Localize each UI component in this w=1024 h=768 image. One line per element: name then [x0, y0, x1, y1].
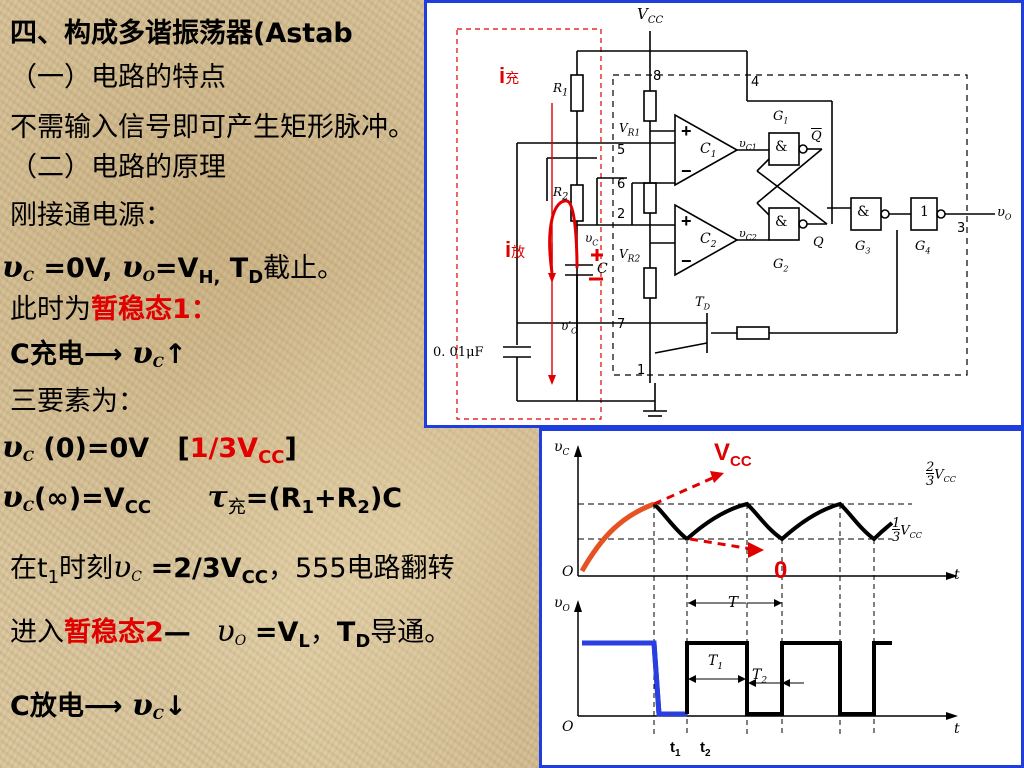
td-transistor-label: TD [695, 295, 711, 312]
g4-one-symbol: 1 [920, 204, 929, 220]
pin-5: 5 [617, 143, 626, 158]
timing-cap-label: C [597, 261, 608, 277]
charging-line: C充电⟶ υC↑ [10, 336, 187, 371]
right-arrow-icon: ⟶ [83, 339, 123, 370]
c2-plus: + [681, 211, 692, 231]
vc-t-axis-label: t [954, 567, 960, 583]
vc-initial-line: υC (0)=0V [1/3VCC] [2, 430, 297, 468]
vc-axis-label: υC [554, 439, 570, 458]
vc-origin-label: O [562, 564, 574, 580]
c1-plus: + [681, 121, 692, 141]
g2-label: G2 [773, 257, 789, 274]
small-cap-label: 0. 01μF [433, 345, 484, 360]
c2-minus: − [681, 251, 692, 271]
vcc-label: VCC [637, 5, 664, 26]
temp-state-2-line: 进入暂稳态2— υO =VL，TD导通。 [10, 614, 452, 652]
pin-3: 3 [957, 221, 966, 236]
q-label: Q [813, 235, 824, 250]
g4-label: G4 [915, 239, 931, 256]
pin-4: 4 [751, 75, 760, 90]
pin-6: 6 [617, 177, 626, 192]
section-features-heading: （一）电路的特点 [10, 62, 226, 93]
pin-8: 8 [653, 69, 662, 84]
g1-label: G1 [773, 109, 789, 126]
circuit-diagram-panel: VCC i充 i放 R1 R2 VR1 VR2 + − + − C1 C2 υC… [424, 0, 1024, 428]
vo-output-label: υO [997, 205, 1012, 222]
qbar-label: Q [811, 129, 822, 144]
discharging-line: C放电⟶ υC↓ [10, 688, 187, 723]
period-label: T [728, 593, 739, 611]
comparator-c1-label: C1 [700, 141, 717, 160]
pin-1: 1 [637, 363, 646, 378]
vo-prime-label: υ′O [561, 319, 578, 336]
t1-width-label: T1 [708, 653, 724, 672]
g3-label: G3 [855, 239, 871, 256]
vc2-label: υC2 [739, 227, 757, 243]
temp-state-1-line: 此时为暂稳态1： [10, 294, 218, 325]
vo-t-axis-label: t [954, 721, 960, 737]
vo-origin-label: O [562, 719, 574, 735]
page-title: 四、构成多谐振荡器(Astab [10, 18, 353, 49]
r1-label: R1 [553, 81, 569, 99]
g3-and-symbol: & [857, 204, 870, 220]
t1-flip-line: 在t1时刻υC =2/3VCC，555电路翻转 [10, 550, 455, 588]
waveform-plot [574, 445, 958, 736]
discharge-current-label: i放 [505, 237, 526, 262]
vc-pin-label: υC [585, 231, 599, 248]
555-astable-circuit [456, 28, 995, 420]
g2-and-symbol: & [775, 214, 788, 230]
vo-axis-label: υO [554, 595, 570, 614]
section-principle-heading: （二）电路的原理 [10, 152, 226, 183]
power-on-text: 刚接通电源： [10, 200, 172, 231]
g1-and-symbol: & [775, 139, 788, 155]
vcc-target-label: VCC [714, 439, 752, 470]
pin-7: 7 [617, 317, 626, 332]
vc-infinity-line: υC(∞)=VCC τ充=(R1+R2)C [2, 480, 403, 518]
vr2-label: VR2 [619, 247, 641, 265]
pin-2: 2 [617, 207, 626, 222]
charge-current-label: i充 [499, 63, 520, 88]
c1-minus: − [681, 161, 692, 181]
t1-instant-label: t1 [670, 739, 681, 759]
right-arrow-icon: ⟶ [83, 691, 123, 722]
r2-label: R2 [553, 185, 569, 203]
t2-instant-label: t2 [700, 739, 711, 759]
initial-state-line: υC =0V, υO=VH, TD截止。 [2, 250, 345, 288]
three-elements-text: 三要素为： [10, 386, 145, 417]
vr1-label: VR1 [619, 121, 641, 139]
vc1-label: υC1 [739, 137, 757, 153]
feature-text: 不需输入信号即可产生矩形脉冲。 [10, 112, 415, 143]
zero-target-label: 0 [774, 557, 788, 584]
comparator-c2-label: C2 [700, 231, 717, 250]
t2-width-label: T2 [752, 667, 768, 686]
